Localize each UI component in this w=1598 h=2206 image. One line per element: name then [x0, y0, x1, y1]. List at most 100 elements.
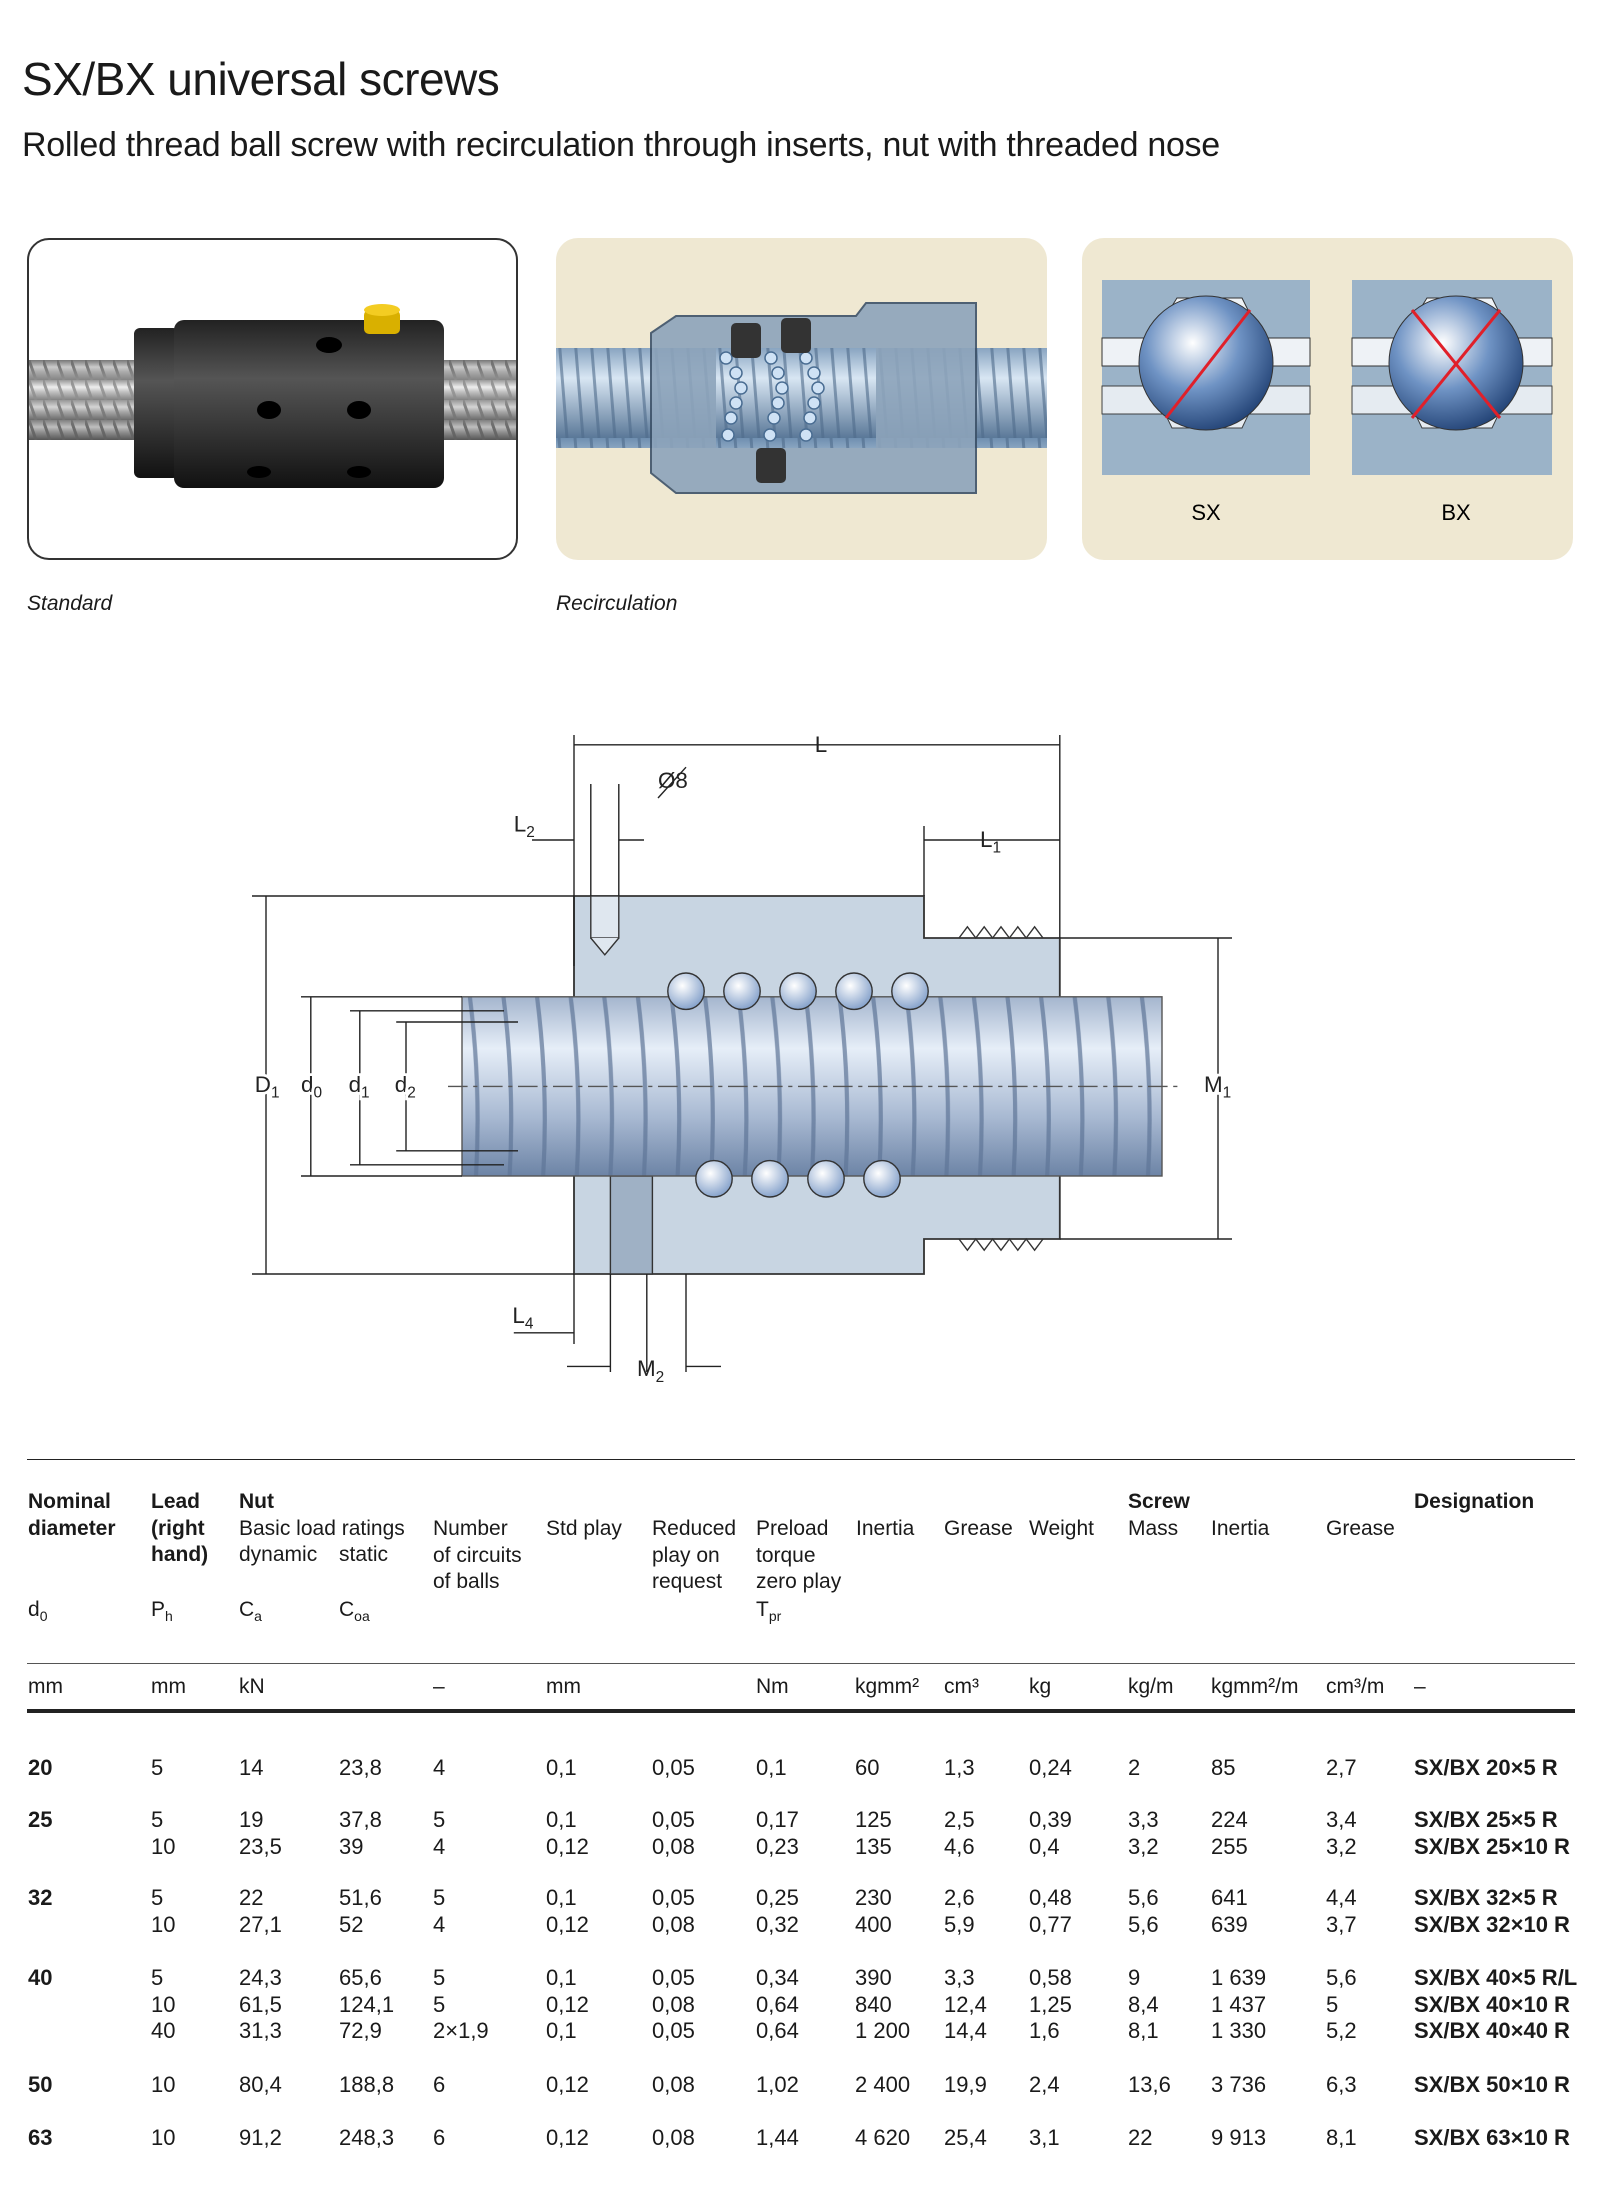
weight-cell: 1,25 — [1029, 1991, 1072, 2017]
lead-cell: 5 — [151, 1885, 164, 1910]
inertia-cell: 135 — [855, 1833, 892, 1859]
header-weight: Weight — [1029, 1517, 1094, 1540]
mass-cell: 3,2 — [1128, 1833, 1159, 1859]
mass-cell: 13,6 — [1128, 2072, 1171, 2097]
caption-standard: Standard — [27, 592, 113, 615]
circuits-cell: 6 — [433, 2125, 446, 2150]
label-M1: M1 — [1204, 1072, 1231, 1102]
unit-cell: kgmm²/m — [1211, 1675, 1299, 1698]
circuits-cell: 4 — [433, 1833, 446, 1859]
tpr-cell: 0,17 — [756, 1807, 799, 1832]
coa-cell: 65,6 — [339, 1965, 382, 1990]
s_grease-cell: 5,2 — [1326, 2018, 1357, 2044]
inertia-cell: 60 — [855, 1755, 880, 1780]
inertia-cell: 2 400 — [855, 2072, 911, 2097]
symbol-coa: Coa — [339, 1598, 370, 1625]
unit-cell: mm — [151, 1675, 186, 1698]
designation-cell: SX/BX 32×5 R — [1414, 1885, 1558, 1910]
grease-cell: 12,4 — [944, 1991, 987, 2017]
coa-cell: 248,3 — [339, 2125, 395, 2150]
header-designation: Designation — [1414, 1490, 1535, 1513]
grease-cell: 25,4 — [944, 2125, 987, 2150]
page-subtitle: Rolled thread ball screw with recirculat… — [22, 126, 1220, 164]
s_inertia-cell: 85 — [1211, 1755, 1236, 1780]
mass-cell: 8,4 — [1128, 1991, 1159, 2017]
header-screw: Screw — [1128, 1490, 1190, 1513]
s_grease-cell: 2,7 — [1326, 1755, 1357, 1780]
symbol-ca: Ca — [239, 1598, 262, 1625]
grease-cell: 5,9 — [944, 1911, 975, 1937]
grease-cell: 14,4 — [944, 2018, 987, 2044]
coa-cell: 51,6 — [339, 1885, 382, 1910]
s_grease-cell: 6,3 — [1326, 2072, 1357, 2097]
reduced-cell: 0,05 — [652, 1807, 695, 1832]
lead-cell: 10 — [151, 2072, 176, 2097]
nominal-diameter-cell: 63 — [28, 2125, 53, 2150]
designation-cell: SX/BX 40×5 R/L — [1414, 1965, 1578, 1990]
circuits-cell: 2×1,9 — [433, 2018, 489, 2044]
s_grease-cell: 5 — [1326, 1991, 1339, 2017]
weight-cell: 2,4 — [1029, 2072, 1060, 2097]
designation-cell: SX/BX 25×10 R — [1414, 1833, 1570, 1859]
label-L2: L2 — [514, 812, 535, 842]
balls — [667, 972, 929, 1198]
s_inertia-cell: 9 913 — [1211, 2125, 1267, 2150]
coa-cell: 124,1 — [339, 1991, 395, 2017]
unit-cell: mm — [546, 1675, 581, 1698]
grease-cell: 1,3 — [944, 1755, 975, 1780]
label-M2: M2 — [637, 1356, 664, 1386]
mass-cell: 2 — [1128, 1755, 1141, 1780]
s_inertia-cell: 255 — [1211, 1833, 1248, 1859]
nominal-diameter-cell: 50 — [28, 2072, 53, 2097]
lead-cell: 40 — [151, 2018, 176, 2044]
grease-cell: 19,9 — [944, 2072, 987, 2097]
weight-cell: 0,24 — [1029, 1755, 1072, 1780]
inertia-cell: 230 — [855, 1885, 892, 1910]
header-inertia: Inertia — [856, 1517, 915, 1540]
symbol-d0: d0 — [28, 1598, 48, 1625]
ca-cell: 24,3 — [239, 1965, 282, 1990]
label-L1: L1 — [980, 827, 1001, 857]
s_grease-cell: 3,2 — [1326, 1833, 1357, 1859]
circuits-cell: 5 — [433, 1807, 446, 1832]
unit-cell: mm — [28, 1675, 63, 1698]
unit-cell: cm³ — [944, 1675, 979, 1698]
weight-cell: 0,48 — [1029, 1885, 1072, 1910]
tpr-cell: 0,64 — [756, 2018, 799, 2044]
grease-cell: 4,6 — [944, 1833, 975, 1859]
std-cell: 0,12 — [546, 1833, 589, 1859]
weight-cell: 0,4 — [1029, 1833, 1060, 1859]
nominal-diameter-cell: 32 — [28, 1885, 53, 1910]
tpr-cell: 0,34 — [756, 1965, 799, 1990]
ca-cell: 22 — [239, 1885, 264, 1910]
mass-cell: 22 — [1128, 2125, 1153, 2150]
lead-cell: 10 — [151, 1911, 176, 1937]
designation-cell: SX/BX 32×10 R — [1414, 1911, 1570, 1937]
s_grease-cell: 3,7 — [1326, 1911, 1357, 1937]
mass-cell: 3,3 — [1128, 1807, 1159, 1832]
tpr-cell: 0,25 — [756, 1885, 799, 1910]
coa-cell: 23,8 — [339, 1755, 382, 1780]
inertia-cell: 390 — [855, 1965, 892, 1990]
mass-cell: 5,6 — [1128, 1911, 1159, 1937]
ca-cell: 23,5 — [239, 1833, 282, 1859]
table-top-rule — [27, 1459, 1575, 1460]
dimension-lines — [252, 735, 1232, 1372]
reduced-cell: 0,08 — [652, 1991, 695, 2017]
coa-cell: 188,8 — [339, 2072, 395, 2097]
s_inertia-cell: 1 437 — [1211, 1991, 1267, 2017]
mass-cell: 8,1 — [1128, 2018, 1159, 2044]
header-static: static — [339, 1543, 389, 1566]
units-rule — [27, 1663, 1575, 1664]
designation-cell: SX/BX 20×5 R — [1414, 1755, 1558, 1780]
circuits-cell: 5 — [433, 1885, 446, 1910]
coa-cell: 39 — [339, 1833, 364, 1859]
header-mass: Mass — [1128, 1517, 1179, 1540]
label-d2: d2 — [395, 1072, 416, 1102]
nominal-diameter-cell: 25 — [28, 1807, 53, 1832]
unit-cell: – — [433, 1675, 445, 1698]
grease-cell: 3,3 — [944, 1965, 975, 1990]
inertia-cell: 4 620 — [855, 2125, 911, 2150]
designation-cell: SX/BX 63×10 R — [1414, 2125, 1570, 2150]
circuits-cell: 5 — [433, 1991, 446, 2017]
